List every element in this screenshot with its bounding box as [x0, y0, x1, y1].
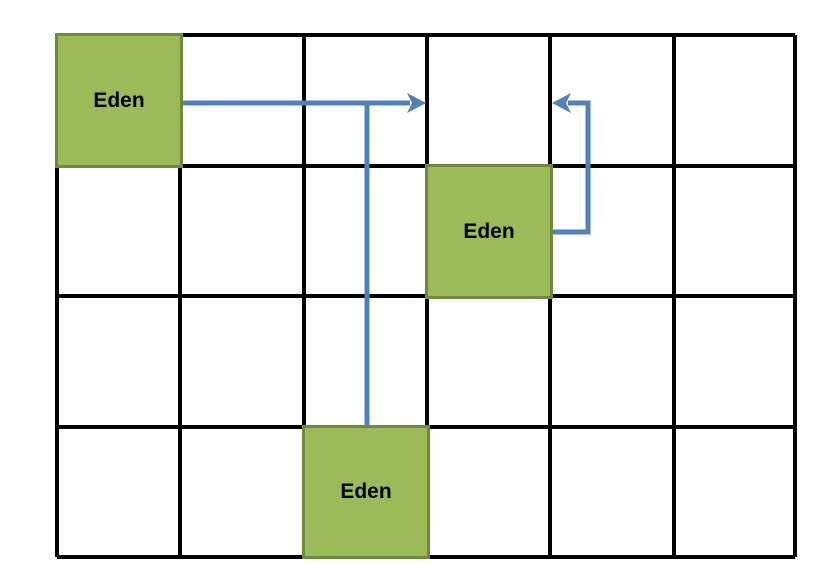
arrow-right-from-eden-top-left — [183, 93, 426, 113]
arrowhead-right-icon — [407, 93, 426, 113]
flow-arrows — [183, 93, 591, 426]
eden-cell-label: Eden — [340, 480, 392, 503]
eden-cell-bottom: Eden — [302, 425, 430, 559]
arrow-left-from-eden-middle — [552, 93, 591, 235]
eden-cell-label: Eden — [463, 219, 515, 243]
eden-cell-label: Eden — [93, 88, 145, 112]
eden-cell-middle: Eden — [425, 164, 553, 299]
eden-cell-top-left: Eden — [55, 33, 183, 168]
arrowhead-left-icon — [552, 93, 571, 113]
